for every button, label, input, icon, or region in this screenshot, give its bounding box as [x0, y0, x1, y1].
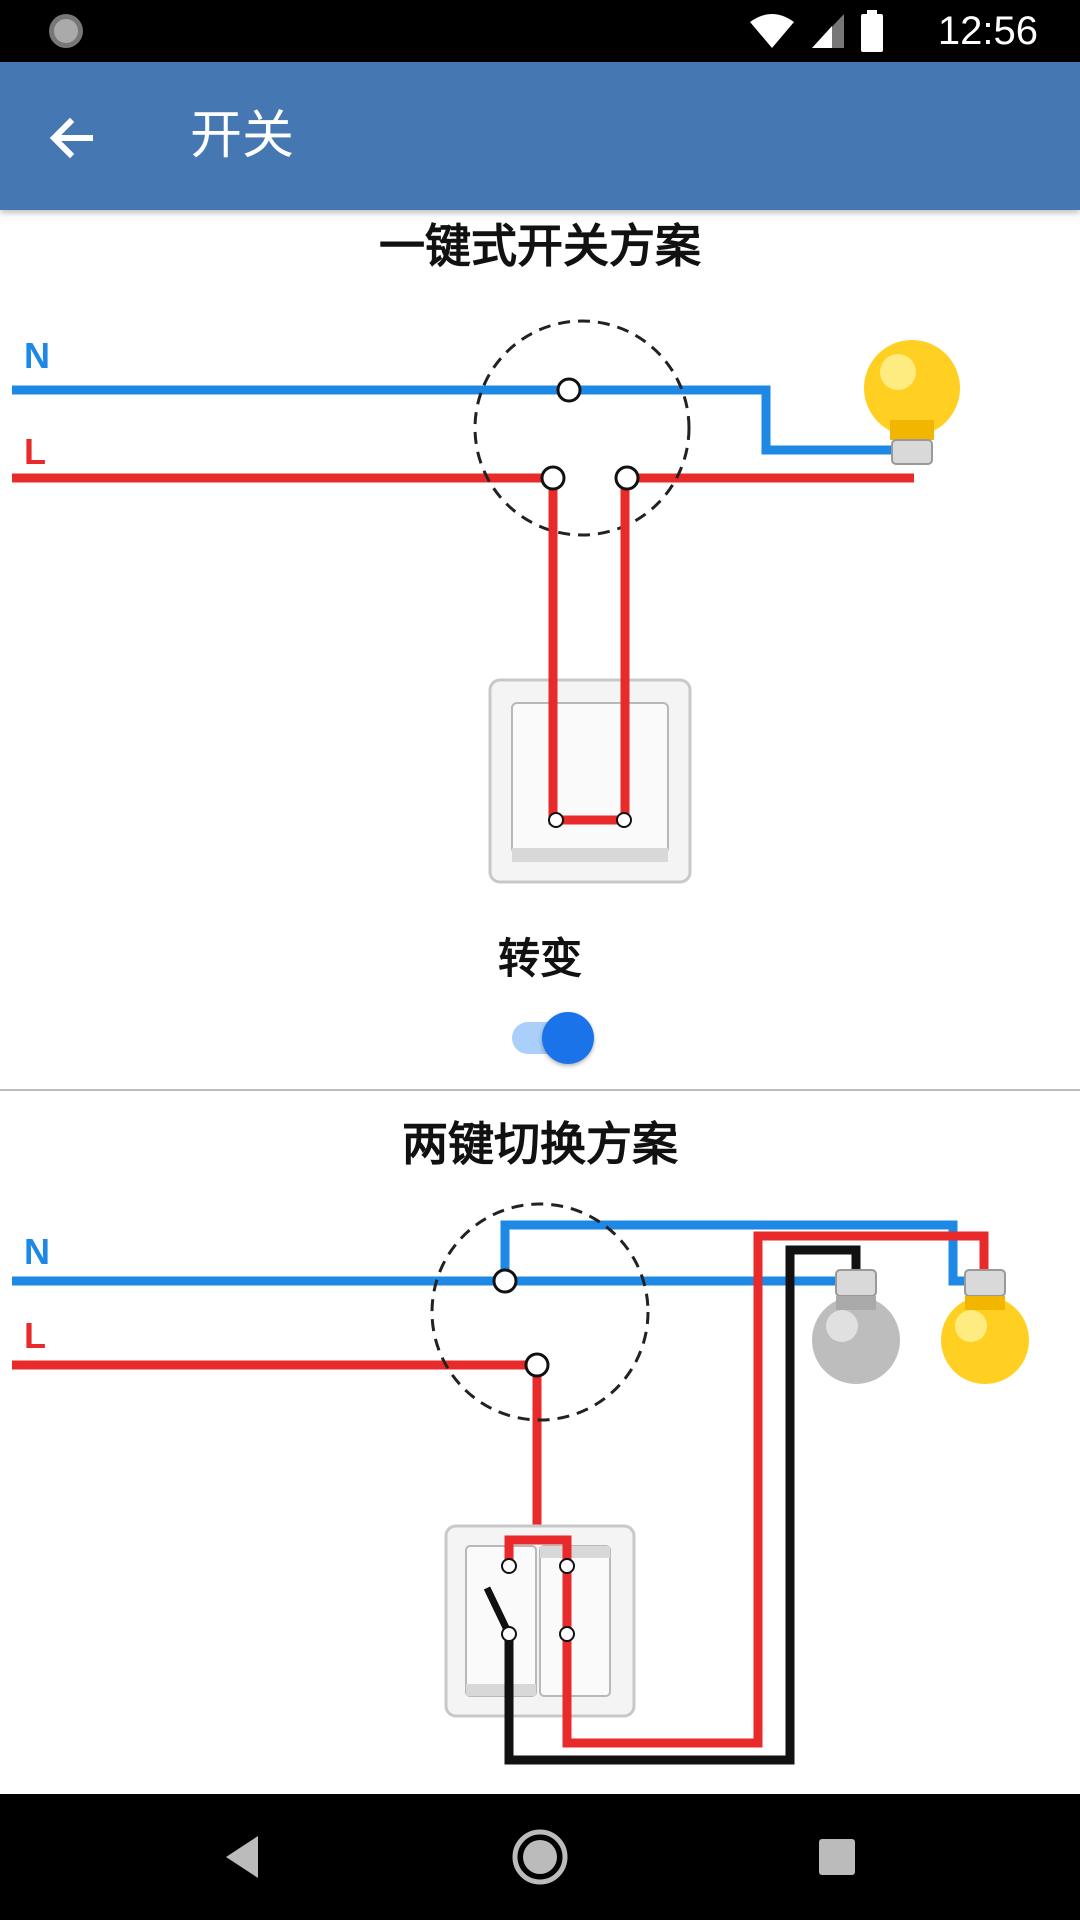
neutral-wire-branch: [500, 1220, 985, 1286]
loading-icon: [49, 14, 83, 48]
status-icons: [748, 10, 884, 52]
page-title: 开关: [190, 106, 295, 166]
switch-loop-wire: [548, 478, 630, 825]
terminal: [548, 812, 564, 828]
junction-box: [473, 319, 691, 537]
switched-wire-black: [504, 1245, 861, 1765]
terminal: [614, 465, 640, 491]
app-bar: 开关: [0, 62, 1080, 210]
switch-toggle[interactable]: [510, 1010, 594, 1066]
junction-box: [430, 1202, 650, 1422]
status-time: 12:56: [937, 9, 1038, 53]
back-triangle-icon[interactable]: [208, 1824, 274, 1890]
section-title-single: 一键式开关方案: [379, 219, 701, 273]
terminal: [556, 377, 582, 403]
terminal: [540, 465, 566, 491]
single-switch-diagram: N L: [12, 319, 960, 884]
switch-lever: [483, 1586, 513, 1636]
double-switch-diagram: N L: [12, 1202, 1029, 1765]
live-label: L: [24, 431, 46, 472]
battery-icon: [861, 10, 883, 52]
terminal: [559, 1558, 575, 1574]
navigation-bar: [0, 1794, 1080, 1920]
neutral-label: N: [24, 1231, 50, 1272]
toggle-thumb: [542, 1012, 594, 1064]
terminal: [492, 1268, 518, 1294]
content-scroll[interactable]: 一键式开关方案 N L 转变: [0, 210, 1080, 1794]
terminal: [501, 1558, 517, 1574]
back-arrow-icon[interactable]: [40, 106, 104, 170]
terminal: [524, 1352, 550, 1378]
terminal: [501, 1626, 517, 1642]
wifi-icon: [750, 14, 794, 48]
light-bulb-on-icon: [864, 340, 960, 465]
neutral-wire: [12, 385, 908, 455]
live-label: L: [24, 1315, 46, 1356]
section-divider: [0, 1089, 1080, 1091]
terminal: [616, 812, 632, 828]
double-wall-switch: [444, 1524, 636, 1718]
terminal: [559, 1626, 575, 1642]
signal-icon: [812, 14, 844, 48]
light-bulb-off-icon: [812, 1269, 900, 1384]
section-title-double: 两键切换方案: [402, 1117, 678, 1171]
recents-square-icon[interactable]: [804, 1824, 870, 1890]
light-bulb-on-icon: [941, 1269, 1029, 1384]
neutral-label: N: [24, 335, 50, 376]
home-circle-icon[interactable]: [507, 1824, 573, 1890]
status-bar: 12:56: [0, 0, 1080, 62]
toggle-label: 转变: [497, 934, 582, 983]
wall-switch: [488, 678, 692, 884]
switched-wire-red: [504, 1231, 989, 1748]
